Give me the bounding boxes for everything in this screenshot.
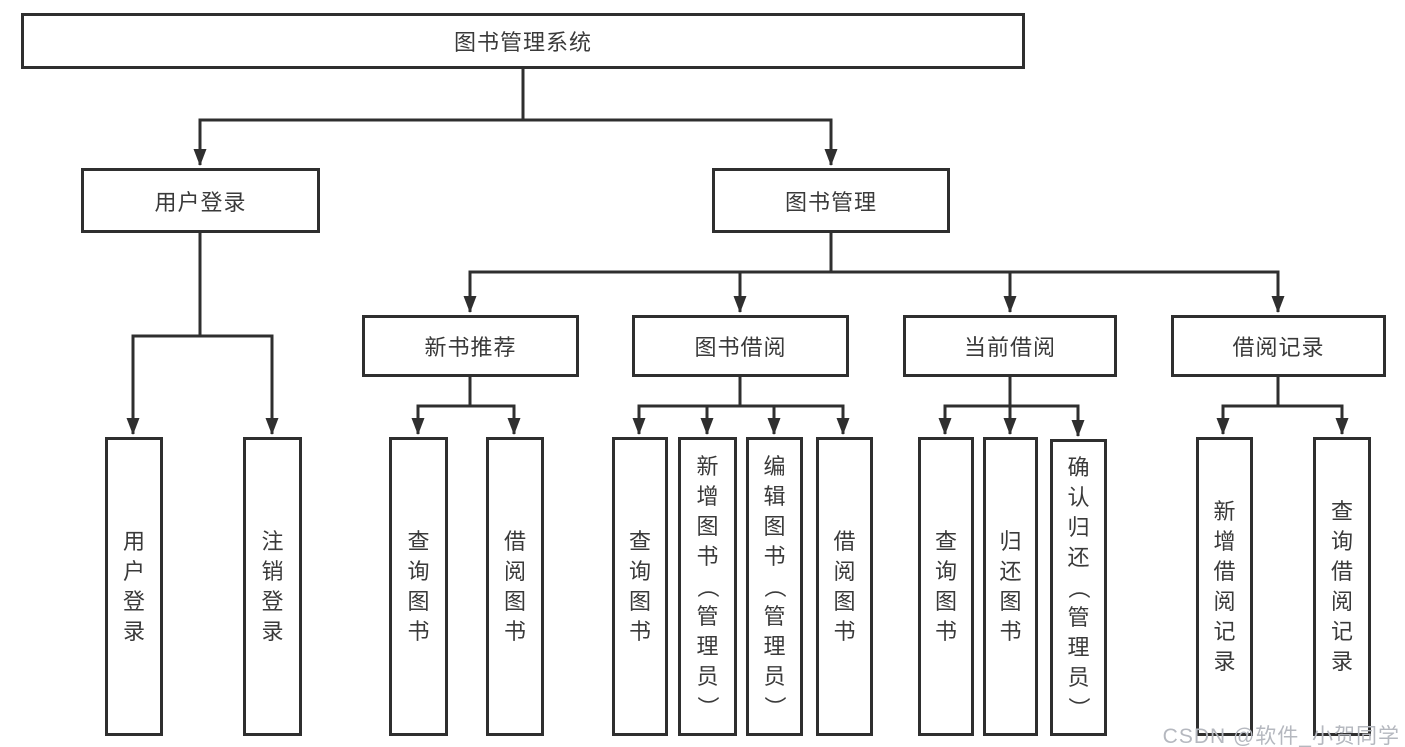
node-new-book-rec-label: 新书推荐 <box>424 335 517 360</box>
connector-book-borrow-split <box>637 377 845 408</box>
node-book-mgmt: 图书管理 <box>712 168 950 233</box>
node-bb-add-book-label: 新增图书（管理员） <box>695 453 721 718</box>
node-book-borrow: 图书借阅 <box>632 315 849 377</box>
connector-user-login-split <box>131 233 274 338</box>
node-logout-leaf-label: 注销登录 <box>261 528 284 644</box>
connector-root-split <box>198 69 833 122</box>
node-bb-add-book: 新增图书（管理员） <box>678 437 737 736</box>
node-rec-borrow-book-label: 借阅图书 <box>503 528 526 644</box>
node-new-book-rec: 新书推荐 <box>362 315 579 377</box>
node-br-add-record: 新增借阅记录 <box>1196 437 1253 736</box>
node-user-login: 用户登录 <box>81 168 320 233</box>
node-bb-borrow-book-label: 借阅图书 <box>833 528 856 644</box>
node-current-borrow: 当前借阅 <box>903 315 1117 377</box>
node-rec-query-book-label: 查询图书 <box>407 528 430 644</box>
node-br-add-record-label: 新增借阅记录 <box>1213 498 1236 674</box>
node-bb-edit-book: 编辑图书（管理员） <box>746 437 803 736</box>
node-book-borrow-label: 图书借阅 <box>694 335 787 360</box>
connector-current-borrow-split <box>943 377 1080 408</box>
node-current-borrow-label: 当前借阅 <box>963 335 1056 360</box>
node-cb-query-book: 查询图书 <box>918 437 974 736</box>
node-book-mgmt-label: 图书管理 <box>784 189 877 215</box>
node-cb-confirm-return-label: 确认归还（管理员） <box>1066 454 1092 719</box>
node-bb-query-book-label: 查询图书 <box>628 528 651 644</box>
node-user-login-label: 用户登录 <box>154 189 247 215</box>
node-bb-query-book: 查询图书 <box>612 437 668 736</box>
node-root: 图书管理系统 <box>21 13 1025 69</box>
node-rec-query-book: 查询图书 <box>389 437 448 736</box>
node-bb-borrow-book: 借阅图书 <box>816 437 873 736</box>
node-rec-borrow-book: 借阅图书 <box>486 437 544 736</box>
node-borrow-record: 借阅记录 <box>1171 315 1386 377</box>
connector-book-mgmt-split <box>468 233 1280 274</box>
csdn-watermark: CSDN @软件_小贺同学 <box>1162 725 1400 747</box>
node-br-query-record-label: 查询借阅记录 <box>1330 498 1353 674</box>
node-cb-query-book-label: 查询图书 <box>934 528 957 644</box>
node-user-login-leaf: 用户登录 <box>105 437 163 736</box>
node-cb-return-book-label: 归还图书 <box>999 528 1022 644</box>
node-cb-confirm-return: 确认归还（管理员） <box>1050 439 1107 736</box>
node-logout-leaf: 注销登录 <box>243 437 302 736</box>
node-cb-return-book: 归还图书 <box>983 437 1038 736</box>
connector-borrow-record-split <box>1221 377 1344 408</box>
connector-new-book-rec-split <box>416 377 516 408</box>
node-user-login-leaf-label: 用户登录 <box>122 528 145 644</box>
node-bb-edit-book-label: 编辑图书（管理员） <box>762 453 788 718</box>
node-root-label: 图书管理系统 <box>453 30 592 55</box>
node-borrow-record-label: 借阅记录 <box>1232 335 1325 360</box>
node-br-query-record: 查询借阅记录 <box>1313 437 1371 736</box>
